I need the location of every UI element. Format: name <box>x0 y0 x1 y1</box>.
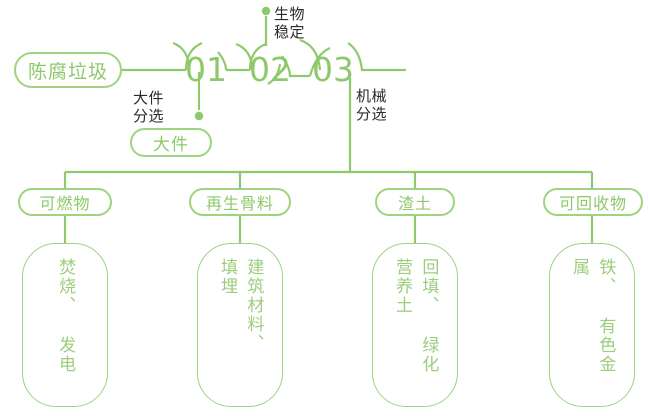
category-pill-combustible[interactable]: 可燃物 <box>18 188 112 216</box>
outcome-text-combustible: 焚烧、 发电 <box>56 258 76 374</box>
category-pill-slag-soil[interactable]: 渣土 <box>375 188 455 216</box>
dot-bio <box>261 6 271 16</box>
output-node-bulky[interactable]: 大件 <box>130 128 212 157</box>
outcome-box-combustible[interactable]: 焚烧、 发电 <box>22 243 108 407</box>
outcome-text-recyclables: 铁、 有色金属 <box>570 258 616 374</box>
stage-caption-bulky-sorting: 大件 分选 <box>133 90 165 125</box>
outcome-box-recyclables[interactable]: 铁、 有色金属 <box>549 243 635 407</box>
category-pill-recycled-aggregate[interactable]: 再生骨料 <box>189 188 291 216</box>
outcome-text-slag-soil: 回填、 绿化营养土 <box>393 258 439 374</box>
wire-03-out-right <box>347 42 406 72</box>
category-pill-recyclables[interactable]: 可回收物 <box>543 188 643 216</box>
stage-number-02[interactable]: 02 <box>249 50 291 89</box>
input-node-stale-waste[interactable]: 陈腐垃圾 <box>14 52 122 88</box>
dot-bulky <box>194 111 204 121</box>
stage-caption-mechanical-sorting: 机械 分选 <box>356 88 388 123</box>
outcome-box-recycled-aggregate[interactable]: 建筑材料、 填埋 <box>197 243 283 407</box>
outcome-box-slag-soil[interactable]: 回填、 绿化营养土 <box>372 243 458 407</box>
stage-caption-bio-stabilization: 生物 稳定 <box>274 6 306 41</box>
stage-number-03[interactable]: 03 <box>312 50 354 89</box>
stage-number-01[interactable]: 01 <box>185 50 227 89</box>
outcome-text-recycled-aggregate: 建筑材料、 填埋 <box>218 258 264 353</box>
